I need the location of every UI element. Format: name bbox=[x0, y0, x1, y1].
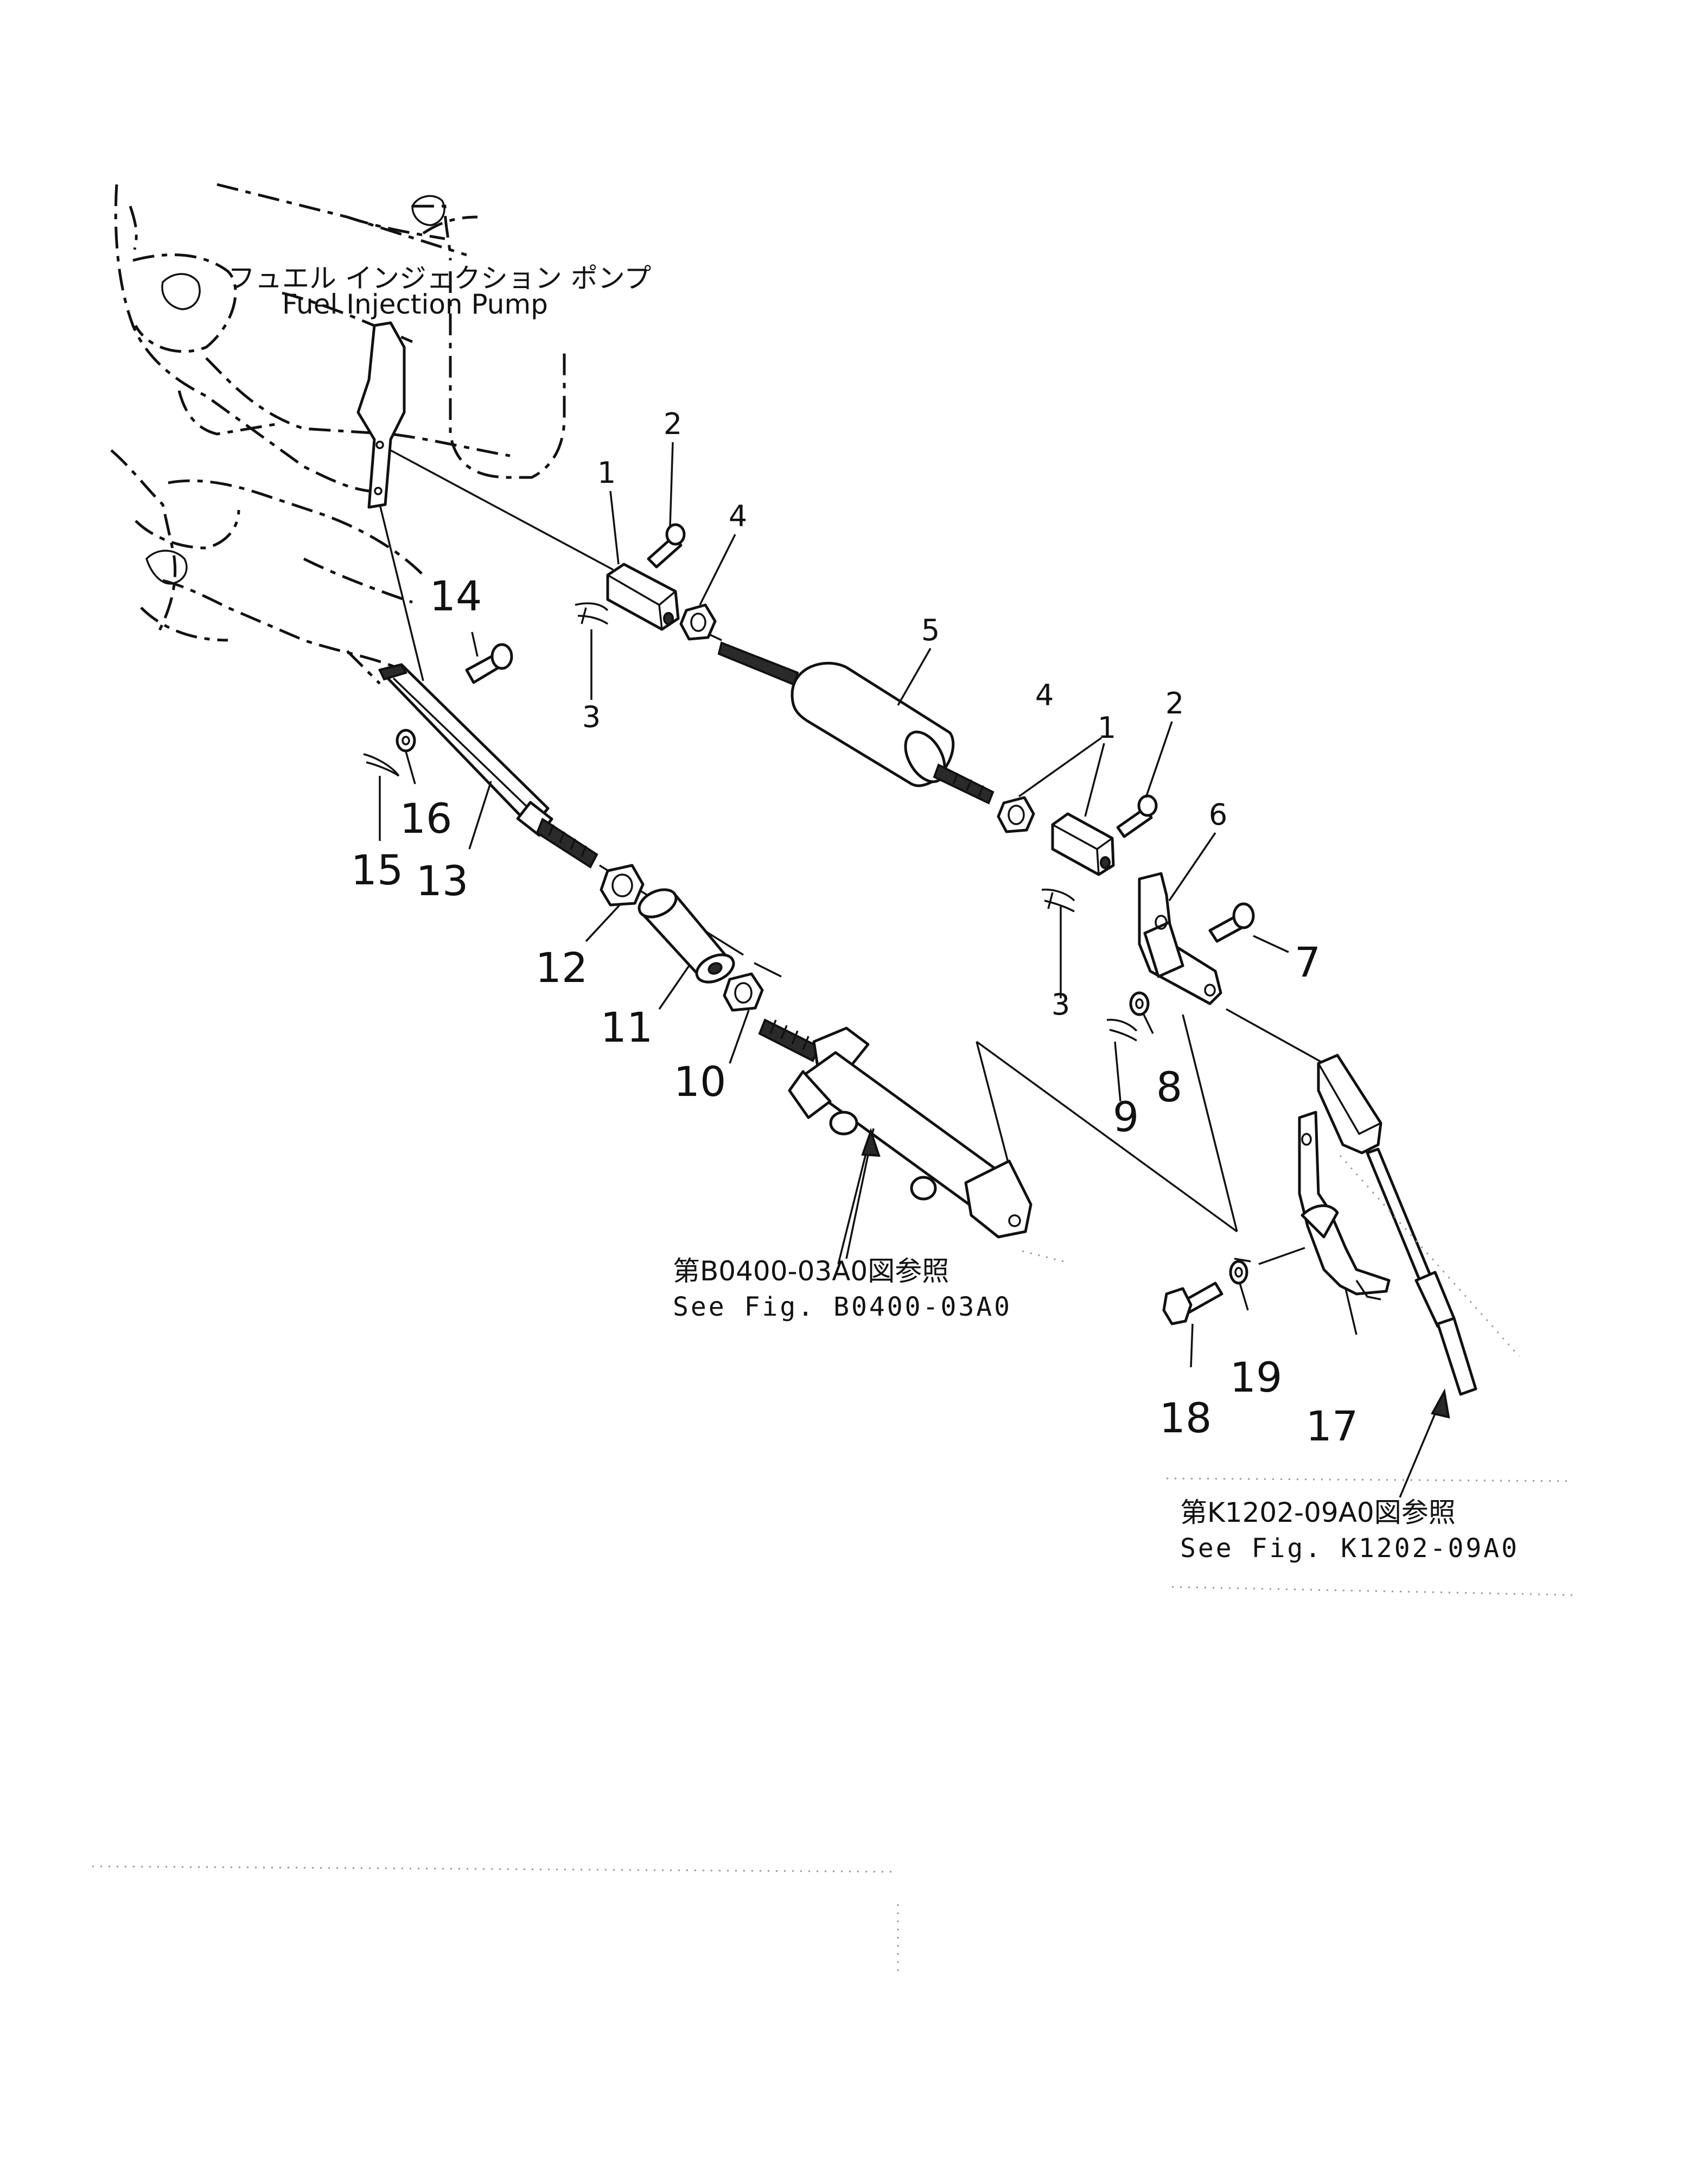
callout-6: 6 bbox=[1209, 798, 1227, 832]
callout-8: 8 bbox=[1156, 1063, 1182, 1111]
callout-leaders bbox=[379, 442, 1358, 1368]
control-cable bbox=[1317, 1054, 1520, 1396]
callout-13: 13 bbox=[416, 857, 469, 905]
part-3-cotter-pin-upper bbox=[575, 602, 609, 625]
part-6-bracket bbox=[1138, 872, 1222, 1005]
callout-2-lower: 2 bbox=[1165, 686, 1184, 720]
callout-17: 17 bbox=[1306, 1402, 1359, 1450]
callout-1-lower: 1 bbox=[1098, 711, 1116, 745]
part-17-lever bbox=[1298, 1111, 1391, 1300]
fuel-pump-label-jp: フュエル インジェクション ポンプ bbox=[228, 263, 651, 294]
pump-lever-bracket bbox=[356, 321, 406, 509]
part-7-bolt bbox=[1208, 902, 1255, 943]
callout-4-lower: 4 bbox=[1035, 678, 1054, 712]
part-4-nut-lower bbox=[997, 796, 1035, 833]
part-9-cotter-pin bbox=[1106, 1018, 1138, 1042]
cylinder-reference-en: See Fig. B0400-03A0 bbox=[673, 1292, 1012, 1322]
cable-reference-jp: 第K1202-09A0図参照 bbox=[1180, 1497, 1456, 1528]
callout-16: 16 bbox=[400, 794, 453, 843]
callout-15: 15 bbox=[351, 846, 404, 894]
callout-18: 18 bbox=[1159, 1394, 1212, 1442]
cable-reference-en: See Fig. K1202-09A0 bbox=[1180, 1533, 1519, 1564]
part-4-nut-upper bbox=[679, 603, 717, 641]
callout-5: 5 bbox=[921, 613, 940, 647]
part-1-clevis-lower bbox=[1051, 812, 1115, 876]
reference-arrows bbox=[837, 1127, 1450, 1498]
callout-10: 10 bbox=[674, 1057, 726, 1106]
part-13-lever-rod bbox=[378, 663, 598, 869]
callout-4-upper: 4 bbox=[729, 499, 747, 533]
callout-11: 11 bbox=[601, 1003, 653, 1051]
callout-1-upper: 1 bbox=[597, 456, 616, 490]
part-2-bolt-lower bbox=[1116, 794, 1158, 838]
part-3-cotter-pin-lower bbox=[1041, 888, 1075, 913]
hydraulic-cylinder bbox=[758, 1018, 1033, 1259]
cylinder-reference-jp: 第B0400-03A0図参照 bbox=[673, 1255, 949, 1287]
assembly-lines bbox=[379, 449, 1324, 1265]
part-1-clevis-upper bbox=[606, 563, 680, 631]
callout-19: 19 bbox=[1230, 1353, 1283, 1401]
part-10-nut bbox=[723, 972, 764, 1012]
part-11-sleeve bbox=[638, 888, 735, 984]
callout-3-lower: 3 bbox=[1051, 987, 1070, 1022]
part-2-bolt-upper bbox=[647, 523, 686, 569]
callout-12: 12 bbox=[536, 943, 588, 992]
part-16-washer bbox=[396, 729, 416, 752]
engine-phantom-outline bbox=[110, 183, 566, 685]
callout-14: 14 bbox=[430, 572, 482, 620]
part-5-damper bbox=[717, 641, 995, 805]
fuel-pump-label-en: Fuel Injection Pump bbox=[282, 289, 548, 320]
part-12-nut bbox=[600, 864, 645, 907]
callout-3-upper: 3 bbox=[582, 700, 601, 734]
part-15-cotter-pin bbox=[363, 753, 400, 777]
callout-9: 9 bbox=[1113, 1093, 1139, 1141]
part-14-pin bbox=[465, 643, 513, 684]
scan-noise bbox=[92, 1249, 1574, 1975]
callout-2-upper: 2 bbox=[664, 407, 682, 441]
part-18-bolt bbox=[1162, 1281, 1223, 1325]
callout-7: 7 bbox=[1295, 938, 1321, 986]
part-19-washer bbox=[1229, 1260, 1248, 1285]
part-8-washer bbox=[1129, 991, 1150, 1016]
